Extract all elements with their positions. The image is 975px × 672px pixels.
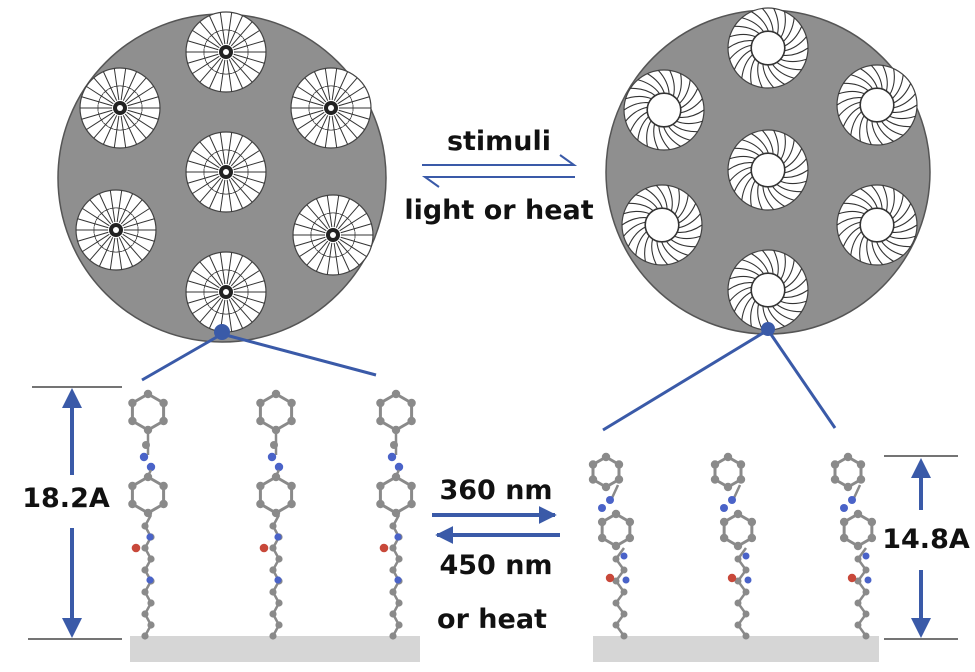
zoom-line-right-a: [602, 328, 769, 432]
right-pores-cis-state: [621, 7, 918, 331]
450nm-label: 450 nm: [439, 550, 552, 581]
substrate-right: [593, 636, 879, 662]
cis-azobenzene-molecule: [588, 452, 635, 640]
pore: [290, 67, 372, 149]
left-pores-trans-state: [75, 11, 374, 333]
cis-azobenzene-molecule: [830, 452, 877, 640]
trans-azobenzene-molecule: [256, 389, 296, 640]
arrowhead-down-right: [911, 618, 931, 638]
height-label-left: 18.2A: [22, 483, 110, 514]
pore: [79, 67, 161, 149]
360nm-label: 360 nm: [439, 475, 552, 506]
pore: [727, 249, 809, 331]
pore: [623, 69, 705, 151]
arrowhead-down-left: [62, 618, 82, 638]
left-porous-particle: [57, 11, 387, 382]
trans-azobenzene-layer: [128, 389, 420, 662]
pore: [75, 189, 157, 271]
pore: [185, 131, 267, 213]
zoom-line-left-a: [141, 332, 223, 382]
pore: [292, 194, 374, 276]
pore: [185, 251, 267, 333]
pore: [727, 7, 809, 89]
pore: [185, 11, 267, 93]
or-heat-label: or heat: [437, 604, 547, 635]
height-measure-right: 14.8A: [882, 455, 970, 640]
cis-azobenzene-layer: [588, 452, 879, 662]
arrowhead-up-right: [911, 458, 931, 478]
arrow-reverse-top: [421, 176, 575, 188]
arrowhead-up-left: [62, 388, 82, 408]
height-label-right: 14.8A: [882, 524, 970, 555]
top-equilibrium-arrows: stimuli light or heat: [404, 126, 593, 226]
pore: [621, 184, 703, 266]
zoom-point-left: [214, 324, 230, 340]
substrate-left: [130, 636, 420, 662]
right-porous-particle: [602, 7, 931, 432]
pore: [836, 184, 918, 266]
cis-azobenzene-molecule: [710, 452, 757, 640]
pore: [836, 64, 918, 146]
stimuli-label: stimuli: [447, 126, 551, 157]
arrow-forward-top: [422, 154, 578, 166]
pore: [727, 129, 809, 211]
trans-azobenzene-molecule: [376, 389, 416, 640]
height-measure-left: 18.2A: [22, 386, 122, 640]
zoom-line-left-b: [221, 332, 377, 377]
trans-azobenzene-molecule: [128, 389, 168, 640]
zoom-line-right-b: [766, 329, 837, 429]
bottom-equilibrium-arrows: 360 nm 450 nm or heat: [432, 475, 560, 635]
zoom-point-right: [761, 322, 775, 336]
light-or-heat-label: light or heat: [404, 195, 593, 226]
